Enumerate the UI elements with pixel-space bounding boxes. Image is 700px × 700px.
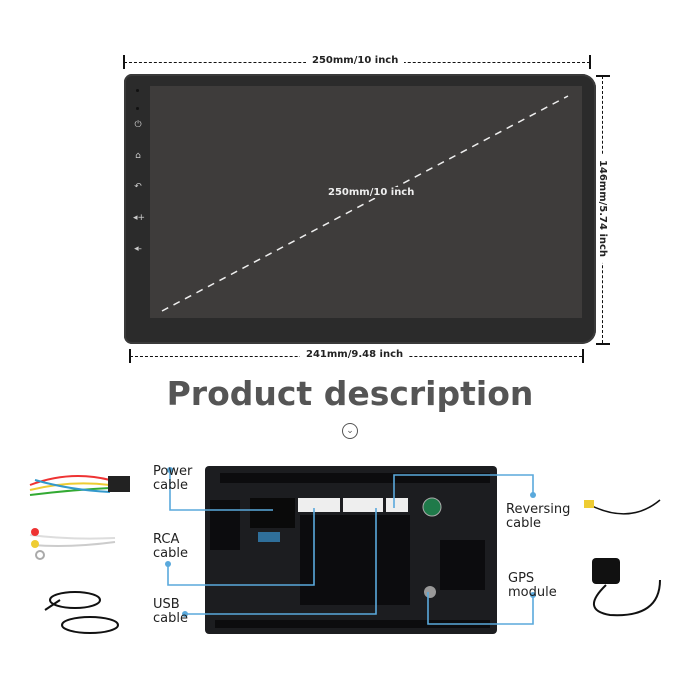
back-icon[interactable]: ↶ (134, 182, 142, 192)
volume-down-icon[interactable]: ◂- (134, 244, 142, 254)
diagonal-line (161, 95, 569, 312)
vent-slots (210, 473, 490, 628)
section-title: Product description (166, 374, 534, 413)
diagonal-label: 250mm/10 inch (322, 187, 421, 198)
power-connector (250, 498, 295, 528)
dimension-tick (129, 349, 131, 363)
label-line: RCA (153, 532, 180, 547)
top-width-label: 250mm/10 inch (306, 55, 405, 66)
dimension-tick (123, 55, 125, 69)
label-line: cable (153, 546, 188, 561)
rca-cable-image (29, 528, 116, 560)
usb-port (258, 532, 280, 542)
label-line: USB (153, 597, 180, 612)
dimension-tick (596, 343, 610, 345)
dimension-tick (596, 75, 610, 77)
reversing-cable-image (584, 499, 661, 515)
height-label: 146mm/5.74 inch (597, 153, 609, 264)
mic-hole (136, 89, 139, 92)
label-line: cable (506, 516, 541, 531)
bottom-width-label: 241mm/9.48 inch (300, 349, 410, 360)
label-line: Power (153, 464, 193, 479)
label-line: module (508, 585, 557, 600)
leader-lines (167, 470, 534, 625)
gps-module-image (592, 558, 661, 617)
label-line: Reversing (506, 502, 571, 517)
usb-cable-image (44, 591, 119, 634)
power-cable-image (29, 475, 130, 496)
label-line: cable (153, 478, 188, 493)
chevron-down-icon: ⌄ (342, 423, 358, 439)
volume-up-icon[interactable]: ◂+ (133, 213, 146, 223)
home-icon[interactable]: ⌂ (135, 151, 141, 161)
label-line: cable (153, 611, 188, 626)
green-port (422, 497, 442, 517)
label-line: GPS (508, 571, 535, 586)
reset-hole (136, 107, 139, 110)
dimension-tick (582, 349, 584, 363)
gps-antenna-port (424, 586, 436, 598)
connectors (298, 498, 408, 512)
power-icon[interactable]: ⏻ (134, 120, 142, 130)
rear-panel-diagram (29, 466, 661, 634)
